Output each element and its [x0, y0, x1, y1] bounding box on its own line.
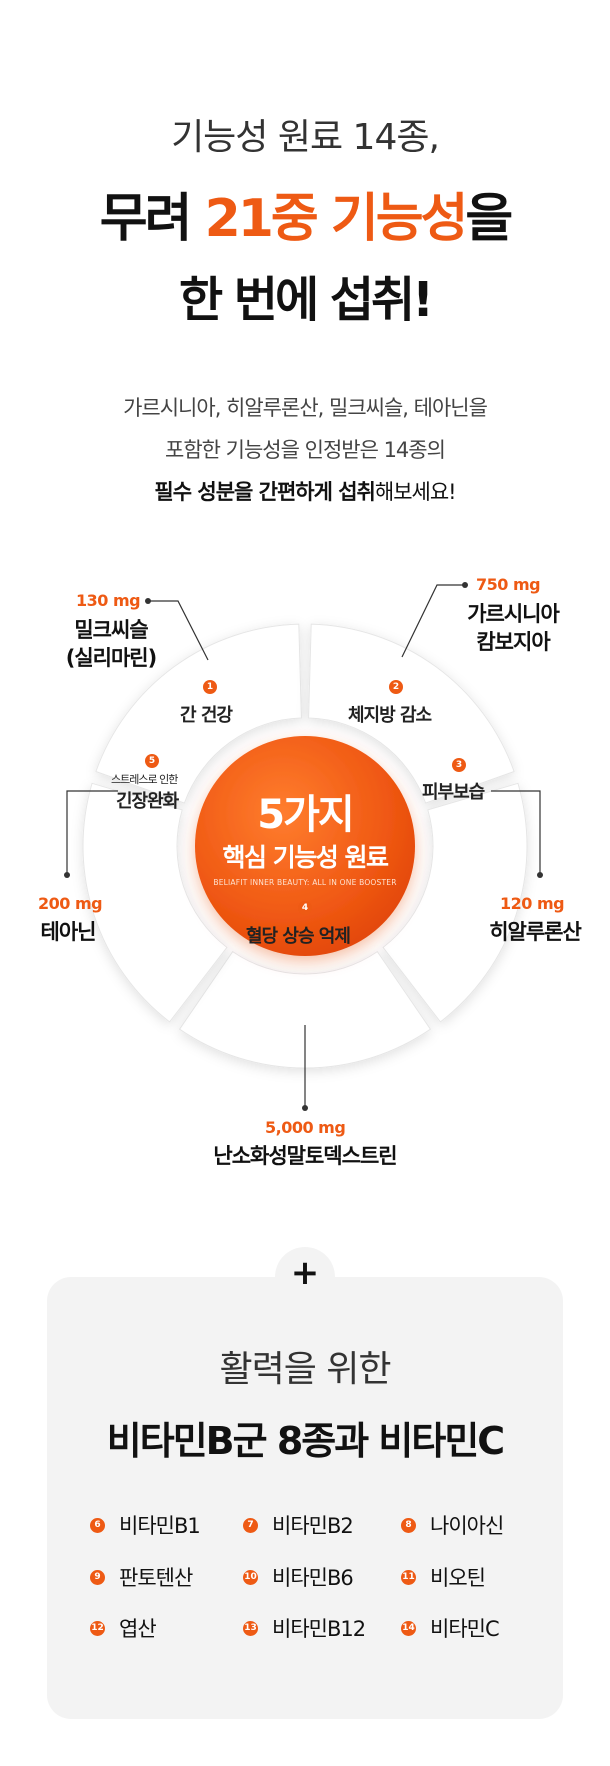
- vitamin-item-14: 14 비타민C: [401, 1613, 500, 1641]
- vitamin-item-11: 11 비오틴: [401, 1562, 486, 1590]
- ingredient-milk-thistle-name: 밀크씨슬 (실리마린): [40, 616, 182, 672]
- ingredient-hyaluronic-amount: 120 mg: [500, 894, 565, 913]
- leader-dot-theanine: [64, 872, 70, 878]
- segment-1-number: 1: [203, 680, 217, 694]
- vitamin-item-9: 9 판토텐산: [90, 1562, 193, 1590]
- leader-line-theanine: [66, 790, 118, 875]
- vitamin-item-number: 8: [401, 1517, 416, 1533]
- segment-3-number: 3: [452, 758, 466, 772]
- vitamin-item-number: 13: [243, 1620, 258, 1636]
- vitamin-item-12: 12 엽산: [90, 1613, 157, 1641]
- ingredient-milk-thistle-line2: (실리마린): [65, 646, 157, 670]
- vitamin-item-label: 엽산: [119, 1617, 157, 1641]
- core-small-caption: BELIAFIT INNER BEAUTY: ALL IN ONE BOOSTE…: [213, 878, 397, 887]
- plus-icon: +: [290, 1253, 320, 1293]
- vitamin-item-10: 10 비타민B6: [243, 1562, 354, 1590]
- segment-skin-moisture: [382, 782, 528, 1023]
- vitamin-item-number: 12: [90, 1620, 105, 1636]
- vitamin-item-number: 11: [401, 1569, 416, 1585]
- headline-line2-post: 을: [465, 189, 513, 249]
- vitamin-item-label: 비타민C: [430, 1617, 500, 1641]
- description-line3-rest: 해보세요!: [374, 480, 457, 504]
- core-title: 5가지: [257, 792, 354, 838]
- vitamin-item-label: 비타민B6: [272, 1566, 354, 1590]
- vitamin-card-title2: 비타민B군 8종과 비타민C: [106, 1419, 505, 1463]
- vitamin-item-8: 8 나이아신: [401, 1510, 504, 1538]
- segment-4-number: 4: [298, 901, 312, 915]
- ingredient-milk-thistle-amount: 130 mg: [76, 591, 141, 610]
- wheel-graphic: [64, 582, 543, 1111]
- ingredient-garcinia-amount: 750 mg: [476, 575, 541, 594]
- vitamin-item-label: 비타민B1: [119, 1514, 201, 1538]
- segment-1-label: 간 건강: [180, 705, 233, 726]
- segment-5-sublabel: 스트레스로 인한: [111, 773, 178, 786]
- vitamin-card: [47, 1277, 563, 1719]
- vitamin-item-13: 13 비타민B12: [243, 1613, 366, 1641]
- leader-dots: [64, 582, 543, 1111]
- vitamin-item-label: 판토텐산: [119, 1566, 193, 1590]
- vitamin-card-title1: 활력을 위한: [219, 1349, 391, 1390]
- ingredient-garcinia-line1: 가르시니아: [467, 602, 560, 626]
- vitamin-item-label: 비타민B2: [272, 1514, 354, 1538]
- ingredient-hyaluronic-name: 히알루론산: [489, 920, 582, 944]
- leader-line-garcinia: [401, 584, 465, 658]
- segment-2-number: 2: [389, 680, 403, 694]
- core-circle: [195, 736, 415, 956]
- segment-stress-relief: [82, 782, 228, 1023]
- leader-dot-milk-thistle: [145, 598, 151, 604]
- ingredient-wheel-diagram: 5가지 핵심 기능성 원료 BELIAFIT INNER BEAUTY: ALL…: [0, 560, 610, 1180]
- vitamin-item-number: 10: [243, 1569, 258, 1585]
- segment-4-label: 혈당 상승 억제: [246, 926, 351, 947]
- vitamin-item-number: 9: [90, 1569, 105, 1585]
- vitamin-item-number: 14: [401, 1620, 416, 1636]
- core-subtitle: 핵심 기능성 원료: [222, 843, 389, 872]
- description-line3: 필수 성분을 간편하게 섭취해보세요!: [0, 476, 610, 506]
- ingredient-garcinia-name: 가르시니아 캄보지아: [438, 600, 588, 656]
- segment-5-label: 긴장완화: [116, 791, 179, 812]
- vitamin-item-7: 7 비타민B2: [243, 1510, 354, 1538]
- headline-line3: 한 번에 섭취!: [178, 272, 434, 328]
- vitamin-item-number: 7: [243, 1517, 258, 1533]
- ingredient-milk-thistle-line1: 밀크씨슬: [74, 618, 148, 642]
- leader-line-milk-thistle: [148, 600, 209, 661]
- vitamin-item-number: 6: [90, 1517, 105, 1533]
- description-line3-bold: 필수 성분을 간편하게 섭취: [154, 480, 375, 504]
- description-line2: 포함한 기능성을 인정받은 14종의: [165, 438, 446, 462]
- ingredient-garcinia-line2: 캄보지아: [476, 630, 550, 654]
- leader-dot-hyaluronic: [537, 872, 543, 878]
- segment-3-label: 피부보습: [422, 782, 485, 803]
- ingredient-maltodextrin-name: 난소화성말토덱스트린: [213, 1144, 397, 1168]
- ingredient-theanine-amount: 200 mg: [38, 894, 103, 913]
- segment-2-label: 체지방 감소: [348, 705, 432, 726]
- ingredient-theanine-name: 테아닌: [40, 920, 97, 944]
- headline-line1: 기능성 원료 14종,: [171, 117, 440, 158]
- headline-line2-accent: 21중 기능성: [204, 189, 469, 249]
- leader-line-hyaluronic: [491, 790, 541, 875]
- headline-line2-pre: 무려: [99, 189, 205, 249]
- headline-line2: 무려 21중 기능성을: [0, 176, 610, 251]
- vitamin-item-label: 비타민B12: [272, 1617, 366, 1641]
- segment-blood-sugar: [178, 950, 432, 1069]
- plus-circle: [275, 1247, 335, 1307]
- leader-dot-maltodextrin: [302, 1105, 308, 1111]
- leader-lines: [66, 584, 541, 1108]
- leader-dot-garcinia: [462, 582, 468, 588]
- description-line1: 가르시니아, 히알루론산, 밀크씨슬, 테아닌을: [123, 396, 488, 420]
- segment-5-number: 5: [145, 754, 159, 768]
- vitamin-item-label: 비오틴: [430, 1566, 486, 1590]
- vitamin-item-label: 나이아신: [430, 1514, 504, 1538]
- ingredient-maltodextrin-amount: 5,000 mg: [265, 1118, 346, 1137]
- vitamin-item-6: 6 비타민B1: [90, 1510, 201, 1538]
